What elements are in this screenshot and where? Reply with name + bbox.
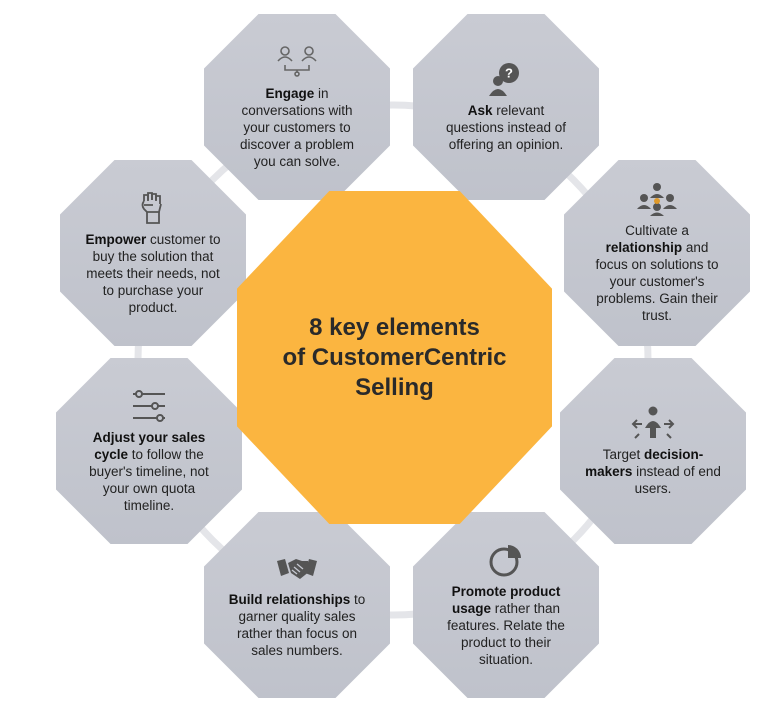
center-title-line-2: of CustomerCentric	[282, 343, 507, 371]
element-text-build: Build relationships to garner quality sa…	[228, 592, 366, 658]
element-text-promote: Promote product usage rather than featur…	[447, 583, 565, 667]
pie-chart-icon	[489, 544, 521, 576]
element-text-relationship: Cultivate a relationship and focus on so…	[595, 223, 719, 323]
element-text-decision-makers: Target decision-makers instead of end us…	[585, 446, 721, 496]
svg-text:?: ?	[505, 65, 513, 80]
group-meeting-icon	[637, 183, 677, 216]
sliders-icon	[133, 389, 165, 422]
raised-fist-icon	[141, 191, 162, 224]
decision-maker-icon	[631, 406, 675, 439]
element-card-empower: Empower customer to buy the solution tha…	[60, 160, 246, 346]
center-title-line-3: Selling	[355, 373, 434, 401]
element-text-adjust: Adjust your sales cycle to follow the bu…	[89, 429, 209, 513]
center-octagon: 8 key elements of CustomerCentric Sellin…	[237, 191, 552, 524]
element-card-engage: Engage in conversations with your custom…	[204, 14, 390, 200]
element-text-empower: Empower customer to buy the solution tha…	[85, 231, 221, 315]
element-card-decision-makers: Target decision-makers instead of end us…	[560, 358, 746, 544]
element-text-engage: Engage in conversations with your custom…	[239, 85, 355, 169]
center-title: 8 key elements of CustomerCentric Sellin…	[275, 313, 515, 403]
element-card-adjust: Adjust your sales cycle to follow the bu…	[56, 358, 242, 544]
element-card-build: Build relationships to garner quality sa…	[204, 512, 390, 698]
element-text-ask: Ask relevant questions instead of offeri…	[445, 102, 567, 152]
element-card-relationship: Cultivate a relationship and focus on so…	[564, 160, 750, 346]
center-title-line-1: 8 key elements	[309, 313, 480, 341]
handshake-icon	[277, 559, 317, 579]
question-person-icon: ?	[489, 62, 519, 96]
people-network-icon	[277, 45, 317, 77]
element-card-promote: Promote product usage rather than featur…	[413, 512, 599, 698]
element-card-ask: ? Ask relevant questions instead of offe…	[413, 14, 599, 200]
